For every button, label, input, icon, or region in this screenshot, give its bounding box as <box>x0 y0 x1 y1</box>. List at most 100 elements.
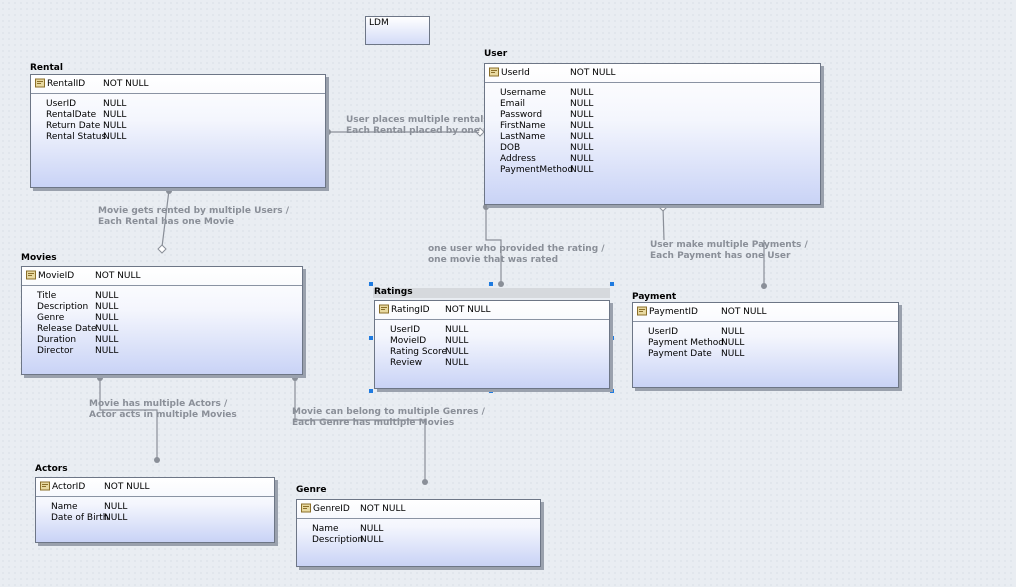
relationship-label-movie-rental[interactable]: Movie gets rented by multiple Users / Ea… <box>98 206 289 228</box>
selection-handle[interactable] <box>489 389 493 393</box>
attribute-nullability: NULL <box>570 121 594 131</box>
attribute-nullability: NULL <box>570 154 594 164</box>
selection-handle[interactable] <box>489 282 493 286</box>
attribute-row[interactable]: Title NULL <box>22 291 302 302</box>
selection-handle[interactable] <box>369 336 373 340</box>
attribute-nullability: NULL <box>570 143 594 153</box>
attribute-name: Address <box>500 154 536 164</box>
link-end-dot <box>97 375 103 381</box>
link-end-dot <box>483 204 489 210</box>
relationship-label-user-payment[interactable]: User make multiple Payments / Each Payme… <box>650 240 808 262</box>
primary-key-icon <box>489 67 499 77</box>
primary-key-name: UserId <box>501 68 530 78</box>
selection-handle[interactable] <box>369 389 373 393</box>
primary-key-nullability: NOT NULL <box>104 482 150 492</box>
attribute-nullability: NULL <box>360 535 384 545</box>
attribute-row[interactable]: Username NULL <box>485 88 820 99</box>
link-end-diamond <box>475 127 485 137</box>
diagram-title-box[interactable]: LDM <box>365 16 430 45</box>
link-end-diamond <box>157 244 167 254</box>
attribute-nullability: NULL <box>95 335 119 345</box>
attribute-name: Genre <box>37 313 65 323</box>
link-user-payment <box>662 206 665 241</box>
attribute-name: Description <box>37 302 89 312</box>
relationship-label-user-rating[interactable]: one user who provided the rating / one m… <box>428 244 605 266</box>
attribute-nullability: NULL <box>95 291 119 301</box>
attribute-nullability: NULL <box>445 358 469 368</box>
relationship-label-movie-actors[interactable]: Movie has multiple Actors / Actor acts i… <box>89 399 237 421</box>
attribute-name: FirstName <box>500 121 546 131</box>
attribute-row[interactable]: Review NULL <box>375 358 609 369</box>
relationship-label-line: Movie gets rented by multiple Users / <box>98 206 290 216</box>
attribute-nullability: NULL <box>570 88 594 98</box>
attribute-nullability: NULL <box>570 165 594 175</box>
relationship-label-line: Movie has multiple Actors / <box>89 399 228 409</box>
attribute-name: Username <box>500 88 546 98</box>
attribute-nullability: NULL <box>570 99 594 109</box>
link-end-dot <box>498 281 504 287</box>
relationship-label-user-rental[interactable]: User places multiple rentals / Each Rent… <box>346 115 505 137</box>
attribute-name: Review <box>390 358 423 368</box>
relationship-label-line: User places multiple rentals / <box>346 115 496 125</box>
attribute-row[interactable]: Address NULL <box>485 154 820 165</box>
relationship-label-movie-genres[interactable]: Movie can belong to multiple Genres / Ea… <box>292 407 485 429</box>
attribute-row[interactable]: FirstName NULL <box>485 121 820 132</box>
primary-key-nullability: NOT NULL <box>360 504 406 514</box>
entity-title-rental: Rental <box>30 63 63 73</box>
attribute-name: Title <box>37 291 57 301</box>
selection-handle[interactable] <box>610 336 614 340</box>
link-movie-rental <box>161 189 170 248</box>
attribute-name: Rating Score <box>390 347 448 357</box>
selection-handle[interactable] <box>610 389 614 393</box>
selection-handle[interactable] <box>369 282 373 286</box>
link-end-dot <box>761 283 767 289</box>
attribute-name: Return Date <box>46 121 101 131</box>
attribute-name: LastName <box>500 132 546 142</box>
selection-handle[interactable] <box>610 282 614 286</box>
primary-key-icon <box>35 78 45 88</box>
attribute-name: Rental Status <box>46 132 107 142</box>
attribute-nullability: NULL <box>570 110 594 120</box>
